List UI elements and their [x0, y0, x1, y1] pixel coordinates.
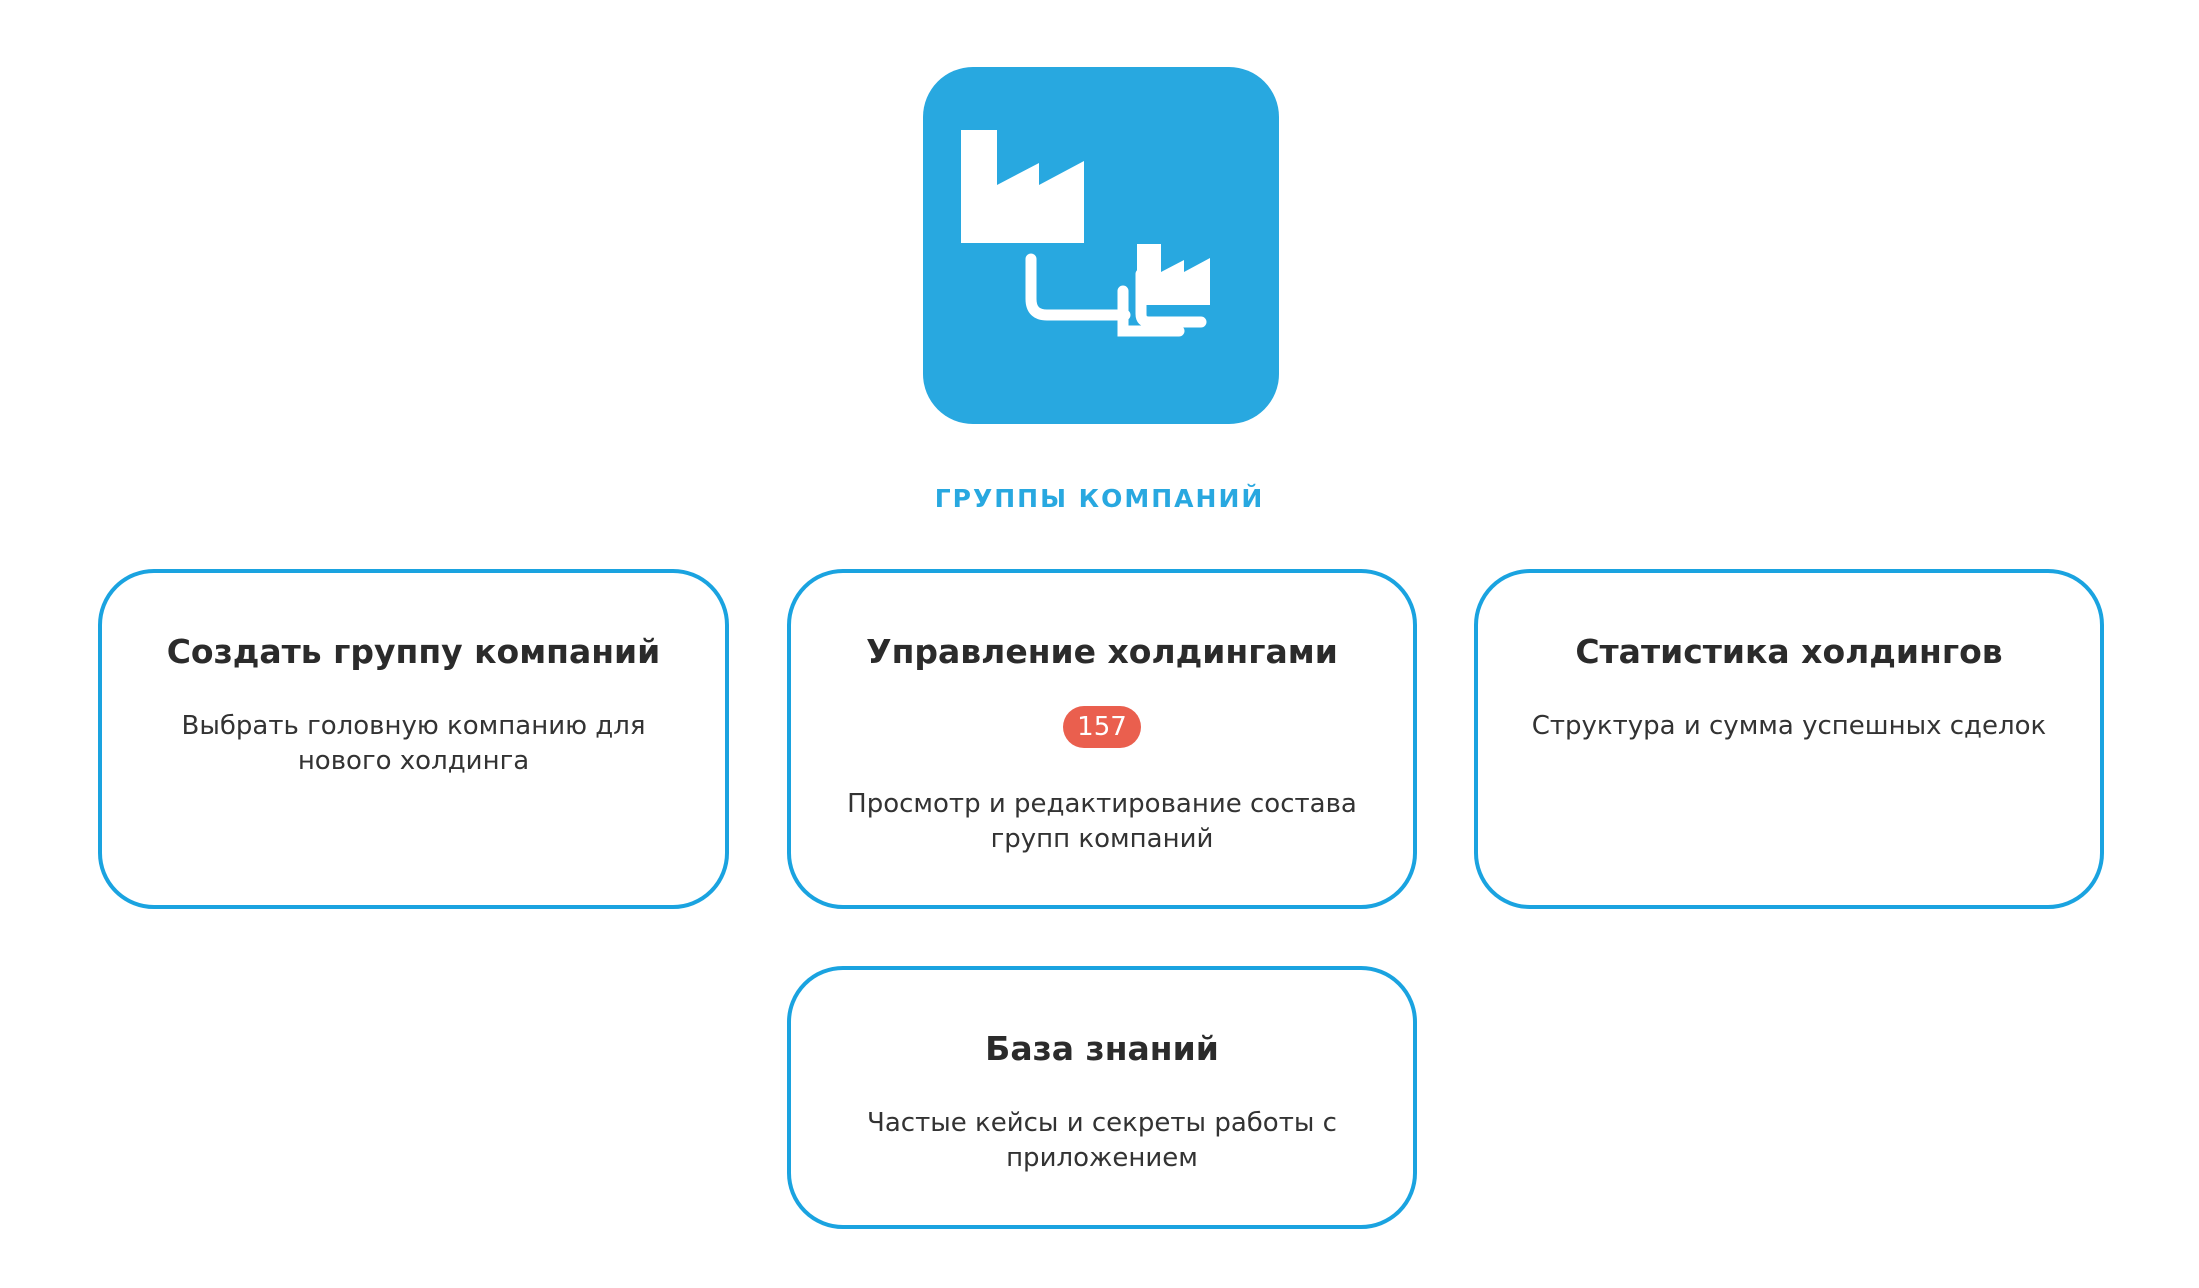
- factory-group-icon: [961, 130, 1210, 337]
- card-title: Статистика холдингов: [1575, 632, 2003, 671]
- card-description: Частые кейсы и секреты работы с приложен…: [867, 1108, 1337, 1173]
- holdings-statistics-card[interactable]: Статистика холдингов Структура и сумма у…: [1474, 569, 2104, 909]
- create-group-card[interactable]: Создать группу компаний Выбрать головную…: [98, 569, 729, 909]
- card-title: Создать группу компаний: [166, 632, 661, 671]
- knowledge-base-card[interactable]: База знаний Частые кейсы и секреты работ…: [787, 966, 1417, 1229]
- card-description: Просмотр и редактирование состава групп …: [847, 789, 1357, 854]
- card-title: База знаний: [985, 1029, 1219, 1068]
- manage-holdings-card[interactable]: Управление холдингами 157 Просмотр и ред…: [787, 569, 1417, 909]
- card-title: Управление холдингами: [866, 632, 1338, 671]
- app-logo-factory-group-icon: [923, 67, 1279, 424]
- holdings-count-badge: 157: [1063, 706, 1141, 748]
- app-title: ГРУППЫ КОМПАНИЙ: [934, 484, 1265, 513]
- card-description: Выбрать головную компанию для нового хол…: [181, 711, 646, 776]
- card-description: Структура и сумма успешных сделок: [1531, 711, 2047, 741]
